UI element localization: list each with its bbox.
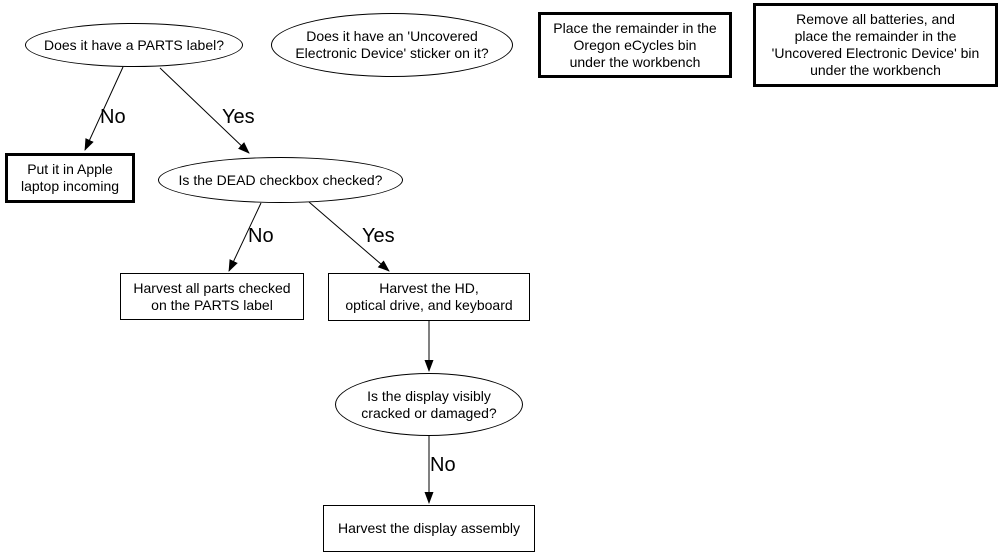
edge-parts-yes-line — [159, 67, 250, 154]
node-text-line: Remove all batteries, and — [796, 11, 955, 27]
node-text-line: Does it have an 'Uncovered — [306, 28, 478, 44]
node-q-dead-checkbox: Is the DEAD checkbox checked? — [158, 157, 403, 203]
node-text-line: Oregon eCycles bin — [573, 36, 697, 53]
node-text-line: Is the display visibly — [367, 387, 491, 404]
node-text-line: optical drive, and keyboard — [345, 297, 513, 313]
edge-dead-no-line — [228, 202, 262, 272]
node-text-line: Is the DEAD checkbox checked? — [178, 171, 383, 188]
node-text-line: on the PARTS label — [151, 296, 273, 313]
node-action-harvest-hd: Harvest the HD, optical drive, and keybo… — [328, 273, 530, 321]
node-action-harvest-display: Harvest the display assembly — [323, 505, 535, 552]
node-text-line: Harvest the display assembly — [337, 520, 521, 536]
edge-dead-yes-line — [308, 201, 390, 272]
node-text-line: Place the remainder in the — [553, 19, 717, 36]
edge-label-parts-yes: Yes — [222, 106, 255, 128]
node-action-apple-incoming: Put it in Apple laptop incoming — [5, 153, 135, 203]
edge-parts-no-line — [84, 66, 124, 151]
node-q-display-cracked: Is the display visibly cracked or damage… — [335, 373, 523, 436]
node-text-line: Harvest all parts checked — [133, 279, 291, 296]
edge-label-dead-no: No — [248, 225, 274, 247]
node-text-line: laptop incoming — [20, 178, 120, 194]
node-text-line: Harvest the HD, — [379, 280, 479, 296]
edge-label-parts-no: No — [100, 106, 126, 128]
node-q-ued-sticker: Does it have an 'Uncovered Electronic De… — [271, 13, 513, 77]
edge-label-display-no: No — [430, 454, 456, 476]
node-action-oregon-ecycles: Place the remainder in the Oregon eCycle… — [538, 12, 732, 78]
node-text-line: Put it in Apple — [27, 161, 113, 177]
node-action-harvest-parts: Harvest all parts checked on the PARTS l… — [120, 273, 304, 320]
node-q-parts-label: Does it have a PARTS label? — [25, 23, 243, 67]
node-text-line: place the remainder in the — [794, 28, 957, 44]
node-text-line: Electronic Device' sticker on it? — [295, 45, 489, 61]
node-action-remove-batteries: Remove all batteries, and place the rema… — [753, 3, 998, 87]
node-text-line: under the workbench — [569, 53, 701, 70]
node-text-line: cracked or damaged? — [361, 404, 497, 421]
node-text-line: 'Uncovered Electronic Device' bin — [771, 45, 980, 61]
edge-label-dead-yes: Yes — [362, 225, 395, 247]
node-text-line: Does it have a PARTS label? — [43, 36, 225, 53]
node-text-line: under the workbench — [810, 62, 941, 78]
